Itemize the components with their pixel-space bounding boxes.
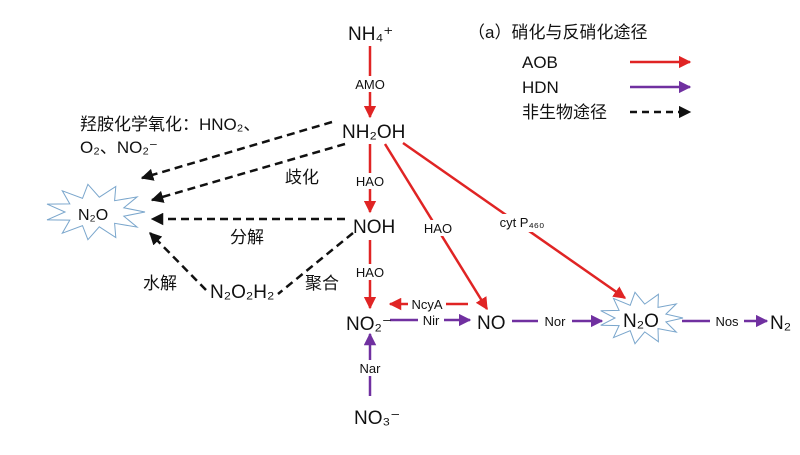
- enzyme-nar: Nar: [360, 361, 382, 376]
- arrow-hydrolysis: [149, 232, 207, 291]
- enzyme-hao-2: HAO: [356, 265, 384, 280]
- species-n2o-right: N₂O: [623, 311, 659, 332]
- enzyme-hao-1: HAO: [356, 174, 384, 189]
- species-n2: N₂: [770, 313, 791, 334]
- label-chemical-oxidation-line2: O₂、NO₂⁻: [80, 138, 158, 157]
- species-no2: NO₂⁻: [346, 314, 392, 335]
- enzyme-nor: Nor: [545, 314, 567, 329]
- line-polymerization: [277, 232, 354, 295]
- legend-aob-label: AOB: [522, 53, 558, 72]
- n2o-right-starburst: [600, 291, 684, 345]
- label-polymerization: 聚合: [305, 274, 339, 293]
- species-nh2oh: NH₂OH: [342, 122, 405, 143]
- label-hydrolysis: 水解: [143, 274, 177, 293]
- enzyme-nir: Nir: [423, 313, 440, 328]
- species-no3: NO₃⁻: [354, 408, 400, 429]
- label-disproportionation: 歧化: [285, 168, 319, 187]
- enzyme-nos: Nos: [715, 314, 739, 329]
- arrow-disproportionation: [150, 142, 346, 203]
- enzyme-hao-3: HAO: [424, 221, 452, 236]
- species-n2o2h2: N₂O₂H₂: [210, 282, 274, 303]
- species-n2o-left: N₂O: [78, 207, 108, 224]
- enzyme-amo: AMO: [355, 77, 385, 92]
- legend: （a）硝化与反硝化途径 AOB HDN 非生物途径: [468, 23, 692, 122]
- legend-title: （a）硝化与反硝化途径: [468, 23, 647, 42]
- arrow-chemical-oxidation: [140, 120, 333, 181]
- enzyme-cyt-p460: cyt P₄₆₀: [500, 215, 545, 230]
- n2o-left-starburst: [46, 183, 146, 241]
- label-chemical-oxidation-line1: 羟胺化学氧化：HNO₂、: [80, 115, 260, 134]
- legend-abiotic-label: 非生物途径: [522, 103, 607, 122]
- species-no: NO: [477, 313, 506, 334]
- label-decomposition: 分解: [230, 228, 264, 247]
- species-noh: NOH: [353, 217, 395, 238]
- species-nh4: NH₄⁺: [348, 24, 393, 45]
- legend-hdn-label: HDN: [522, 78, 559, 97]
- enzyme-ncya: NcyA: [411, 297, 442, 312]
